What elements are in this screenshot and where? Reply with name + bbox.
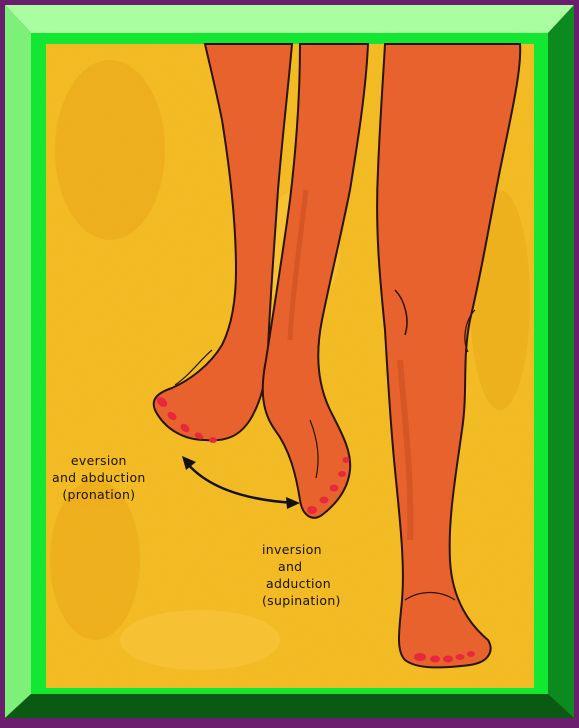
picture-frame [0, 0, 579, 724]
leg-diagram [0, 0, 579, 724]
